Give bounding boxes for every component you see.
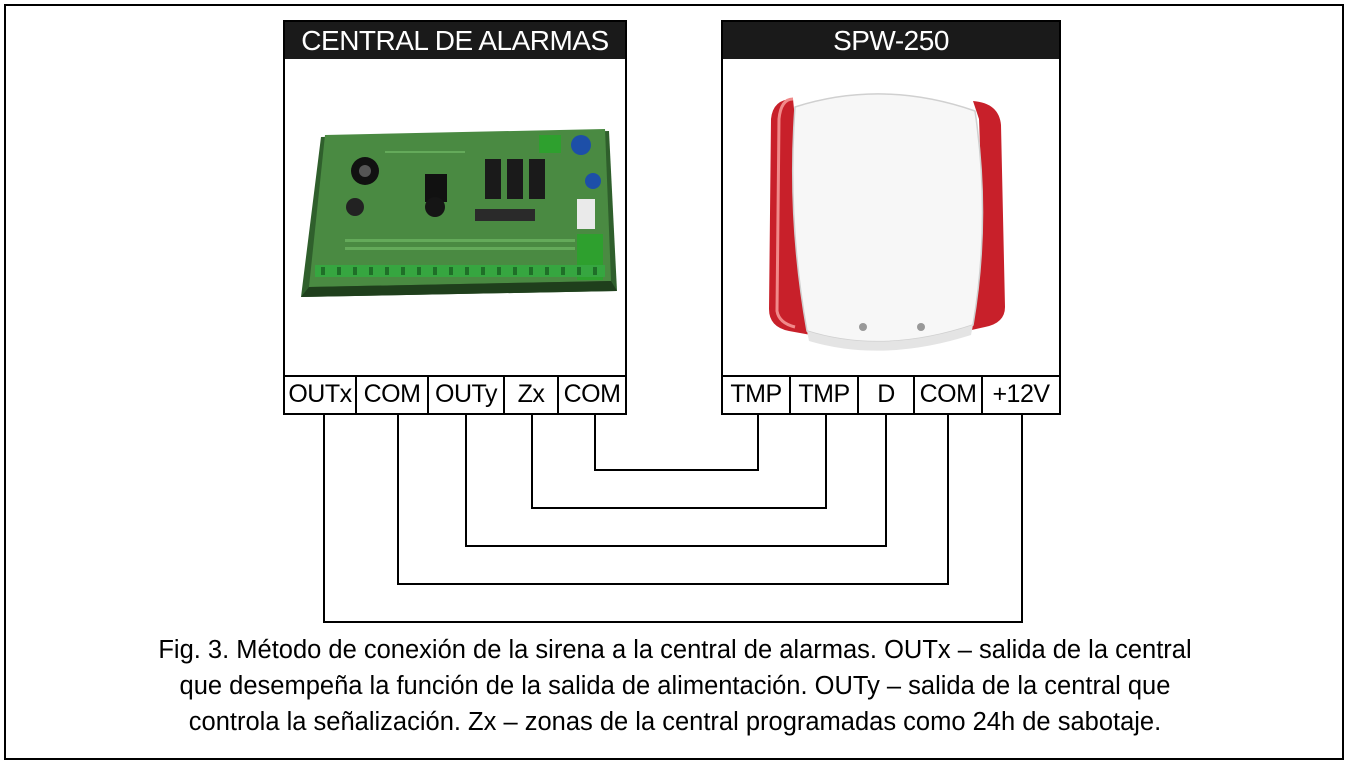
terminal-com: COM — [357, 377, 429, 413]
terminal-outy: OUTy — [429, 377, 505, 413]
terminal-d: D — [859, 377, 915, 413]
central-terminal-strip: OUTx COM OUTy Zx COM — [285, 375, 625, 413]
terminal-plus12v: +12V — [992, 380, 1050, 408]
wire-outx-12v — [323, 415, 1023, 623]
wire-outy-d — [465, 415, 887, 547]
wire-zx-tmp — [531, 415, 827, 509]
alarm-central-title: CENTRAL DE ALARMAS — [285, 22, 625, 59]
siren-title: SPW-250 — [723, 22, 1059, 59]
caption-line: que desempeña la función de la salida de… — [179, 672, 1171, 700]
figure-caption: Fig. 3. Método de conexión de la sirena … — [10, 632, 1340, 740]
caption-line: controla la señalización. Zx – zonas de … — [188, 708, 1162, 736]
pcb-board-image — [285, 59, 625, 377]
wire-com-tmp — [594, 415, 759, 471]
wire-com-com — [397, 415, 949, 585]
siren-terminal-strip: TMP TMP D COM +12V — [723, 375, 1059, 413]
terminal-com: COM — [563, 380, 621, 408]
siren-image — [723, 59, 1059, 377]
terminal-zx: Zx — [505, 377, 559, 413]
terminal-tmp: TMP — [723, 377, 791, 413]
alarm-central-box: CENTRAL DE ALARMAS — [283, 20, 627, 415]
figure-frame — [4, 4, 1344, 760]
terminal-outx: OUTx — [285, 377, 357, 413]
siren-box: SPW-250 TMP TMP D COM +12V — [721, 20, 1061, 415]
terminal-tmp: TMP — [791, 377, 859, 413]
terminal-com: COM — [915, 377, 983, 413]
caption-line: Fig. 3. Método de conexión de la sirena … — [158, 636, 1192, 664]
